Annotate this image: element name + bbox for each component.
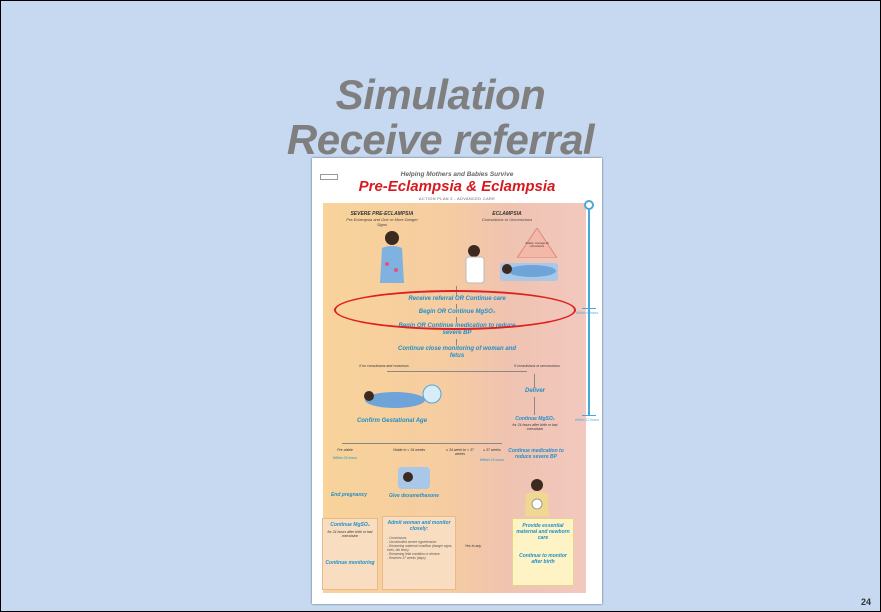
eclampsia-care-illustration [465,245,558,284]
timeline-tick [582,308,596,309]
poster-title: Pre-Eclampsia & Eclampsia [358,178,556,195]
branch-37: ≥ 37 weeks [483,448,501,452]
mgso4-note-right: for 24 hours after birth or last convuls… [512,423,558,431]
severe-subheader: Pre-Eclampsia and One or More Danger Sig… [346,217,418,227]
safety-triangle [517,228,557,258]
mother-baby-illustration [525,479,549,516]
branch-34-37: ≥ 34 week to < 37 weeks [446,448,474,456]
step-confirm-gestational-age: Confirm Gestational Age [356,418,428,424]
flow-arrow [534,397,535,415]
step-continue-monitoring: Continue monitoring [325,560,375,566]
left-branch-box [322,518,378,590]
admit-item: - Worsening fetal condition or demise [387,552,440,556]
injection-illustration [398,467,430,489]
step-monitor-after-birth: Continue to monitor after birth [519,553,567,565]
eclampsia-subheader: Convulsions or Unconscious [481,217,533,222]
admit-item: - Worsening maternal condition (danger s… [387,544,453,552]
step-admit-monitor: Admit woman and monitor closely: [387,520,451,532]
branch-within24-b: Within 24 hours [479,458,505,462]
ultrasound-illustration [364,384,442,408]
admit-list: - Convulsions - Uncontrolled severe hype… [387,536,453,560]
slide-title-line1: Simulation [335,71,546,118]
action-plan-poster: Helping Mothers and Babies Survive Pre-E… [312,158,602,604]
step-close-monitoring: Continue close monitoring of woman and f… [398,346,516,359]
receive-referral-highlight [334,290,576,330]
admit-item: - Uncontrolled severe hypertension [387,540,437,544]
page-number: 24 [860,597,871,607]
poster-tag [320,174,338,180]
eclampsia-header: ECLAMPSIA [492,211,522,217]
branch-line [342,443,502,444]
admit-item: - Convulsions [387,536,407,540]
timeline-label-12h: Within 12 hours [574,418,600,422]
safety-note: Safety; manage all convulsions [525,241,549,248]
step-provide-care: Provide essential maternal and newborn c… [516,523,570,541]
yes-to-any-label: Yes to any [464,544,482,548]
slide-title-line2: Receive referral [286,116,595,163]
step-medication-right: Continue medication to reduce severe BP [508,448,564,460]
branch-within24-a: Within 24 hours [332,456,358,460]
severe-header: SEVERE PRE-ECLAMPSIA [350,211,414,217]
poster-subtitle: ACTION PLAN 2 - ADVANCED CARE [418,196,496,201]
convulsions-label: If convulsions or unconscious [514,364,560,368]
flow-arrow [456,339,457,345]
no-convulsions-label: If no convulsions and conscious [359,364,409,368]
branch-line [387,371,527,372]
mgso4-note-left: for 24 hours after birth or last convuls… [327,530,373,538]
flow-arrow [534,374,535,388]
timeline-line [588,205,590,415]
timeline-tick [582,415,596,416]
admit-box [382,516,456,590]
step-give-dexamethasone: Give dexamethasone [388,493,440,499]
newborn-care-box [512,518,574,586]
step-end-pregnancy: End pregnancy [330,492,368,498]
branch-pre-viable: Pre-viable [337,448,353,452]
step-continue-mgso4-left: Continue MgSO₄ [330,522,370,528]
poster-brand: Helping Mothers and Babies Survive [400,171,514,178]
woman-headache-illustration [380,231,404,283]
timeline-label-6h: Within 6 hours [575,311,599,315]
step-continue-mgso4-right: Continue MgSO₄ [515,416,555,422]
clock-icon [584,200,594,210]
branch-viable: Viable to < 34 weeks [392,448,426,452]
step-deliver: Deliver [524,388,545,394]
admit-item: - Reaches 37 weeks (days) [387,556,426,560]
